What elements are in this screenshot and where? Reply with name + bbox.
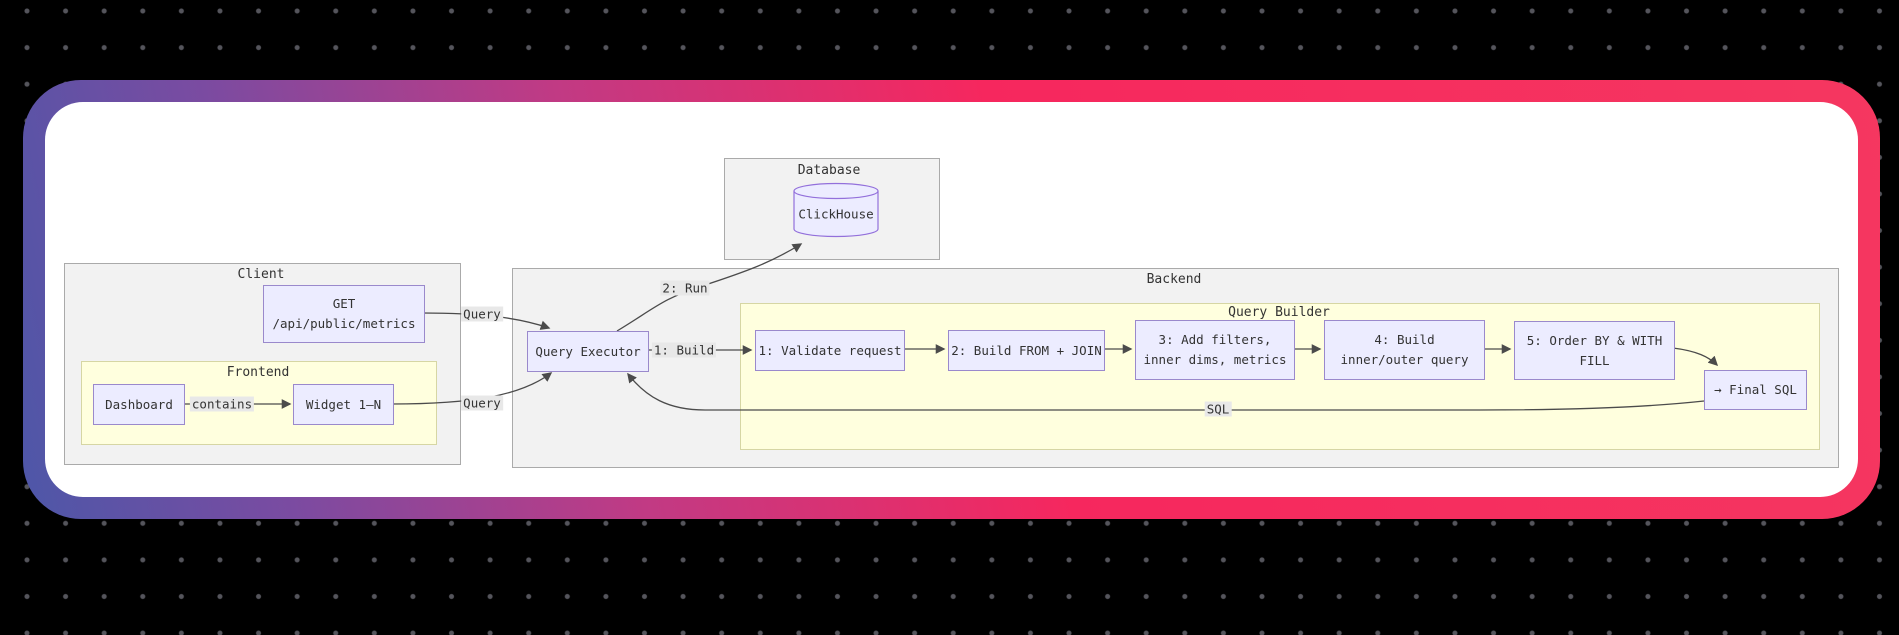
step-5-label-line1: 5: Order BY & WITH bbox=[1526, 332, 1663, 348]
query-builder-cluster-title: Query Builder bbox=[1228, 305, 1330, 320]
get-endpoint-node: GET /api/public/metrics bbox=[263, 285, 425, 343]
query-executor-node: Query Executor bbox=[527, 331, 649, 372]
step-3-label-line1: 3: Add filters, bbox=[1158, 332, 1272, 347]
backend-cluster-title: Backend bbox=[1146, 272, 1202, 287]
clickhouse-node-label: ClickHouse bbox=[798, 206, 874, 222]
widget-node-label: Widget 1–N bbox=[305, 396, 382, 412]
database-cluster-title: Database bbox=[797, 163, 861, 178]
edge-label-query-top: Query bbox=[461, 306, 503, 322]
step-2-build-from-join-node: 2: Build FROM + JOIN bbox=[948, 330, 1105, 371]
step-3-add-filters-node: 3: Add filters, inner dims, metrics bbox=[1135, 320, 1295, 380]
query-executor-node-label: Query Executor bbox=[535, 343, 641, 359]
edge-label-contains: contains bbox=[189, 396, 255, 412]
dashboard-node: Dashboard bbox=[93, 384, 185, 425]
edge-label-sql: SQL bbox=[1204, 401, 1232, 417]
edge-label-build: 1: Build bbox=[651, 342, 717, 358]
step-4-label-line1: 4: Build bbox=[1374, 332, 1435, 347]
step-4-label-line2: inner/outer query bbox=[1340, 352, 1469, 367]
step-5-label-line2: FILL bbox=[1579, 352, 1610, 368]
edge-label-query-bottom: Query bbox=[461, 395, 503, 411]
get-endpoint-method: GET bbox=[332, 296, 356, 311]
final-sql-label: → Final SQL bbox=[1714, 382, 1797, 397]
widget-node: Widget 1–N bbox=[293, 384, 394, 425]
final-sql-node: → Final SQL bbox=[1704, 370, 1807, 410]
get-endpoint-path: /api/public/metrics bbox=[272, 316, 416, 331]
client-cluster-title: Client bbox=[237, 267, 285, 282]
dashboard-node-label: Dashboard bbox=[105, 396, 173, 412]
step-4-build-query-node: 4: Build inner/outer query bbox=[1324, 320, 1485, 380]
edge-label-run: 2: Run bbox=[660, 280, 710, 296]
frontend-cluster-title: Frontend bbox=[226, 365, 290, 380]
step-2-label: 2: Build FROM + JOIN bbox=[951, 342, 1102, 358]
step-3-label-line2: inner dims, metrics bbox=[1143, 352, 1287, 367]
step-5-order-by-node: 5: Order BY & WITH FILL bbox=[1514, 321, 1675, 380]
database-cluster bbox=[724, 158, 940, 260]
step-1-validate-node: 1: Validate request bbox=[755, 330, 905, 371]
step-1-label: 1: Validate request bbox=[758, 342, 902, 358]
